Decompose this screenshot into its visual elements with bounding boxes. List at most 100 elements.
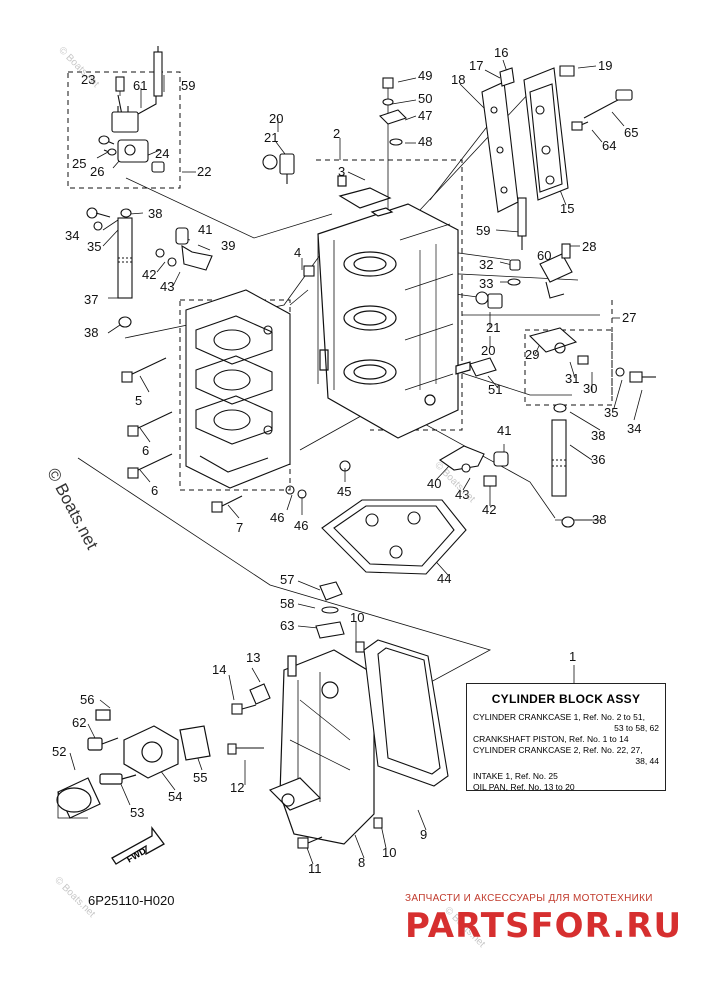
callout-label: 20	[481, 343, 496, 358]
callout-label: 11	[308, 861, 322, 876]
upper-left-parts	[86, 46, 165, 328]
callout-label: 10	[382, 845, 397, 860]
callout-label: 24	[155, 146, 170, 161]
callout-label: 29	[525, 347, 540, 362]
callout-label: 20	[269, 111, 284, 126]
callout-label: 6	[142, 443, 150, 458]
callout-label: 42	[482, 502, 497, 517]
reference-line: 38, 44	[635, 756, 659, 766]
callout-label: 35	[604, 405, 619, 420]
callout-label: 32	[479, 257, 494, 272]
right-sensor-group	[475, 197, 656, 528]
reference-line: CYLINDER CRANKCASE 1, Ref. No. 2 to 51,	[473, 712, 645, 722]
callout-label: 38	[591, 428, 606, 443]
sensor-left	[262, 153, 295, 184]
fwd-arrow-shape	[111, 826, 165, 865]
callout-label: 39	[221, 238, 236, 253]
callout-label: 10	[350, 610, 365, 625]
callout-label: 65	[624, 125, 639, 140]
callout-label: 59	[181, 78, 196, 93]
callout-label: 28	[582, 239, 597, 254]
callout-label: 1	[569, 649, 577, 664]
callout-label: 36	[591, 452, 606, 467]
callout-label: 46	[294, 518, 309, 533]
callout-label: 5	[135, 393, 143, 408]
callout-label: 58	[280, 596, 295, 611]
callout-label: 45	[337, 484, 352, 499]
callout-label: 27	[622, 310, 637, 325]
oil-pan-body	[268, 649, 375, 845]
callout-label: 14	[212, 662, 227, 677]
callout-label: 38	[592, 512, 607, 527]
oil-pan-gasket	[363, 639, 449, 787]
callout-label: 12	[230, 780, 245, 795]
callout-label: 38	[84, 325, 99, 340]
callout-label: 57	[280, 572, 295, 587]
brand-logo: PARTSFOR.RU	[405, 906, 683, 946]
callout-label: 52	[52, 744, 67, 759]
callout-label: 49	[418, 68, 433, 83]
callout-label: 34	[65, 228, 80, 243]
bracket-parts	[155, 227, 315, 277]
callout-label: 61	[133, 78, 148, 93]
callout-label: 47	[418, 108, 433, 123]
callout-label: 42	[142, 267, 157, 282]
callout-label: 26	[90, 164, 105, 179]
reference-line: CYLINDER CRANKCASE 2, Ref. No. 22, 27,	[473, 745, 643, 755]
callout-label: 31	[565, 371, 580, 386]
callout-label: 3	[338, 164, 346, 179]
parts-47-50	[378, 77, 408, 146]
callout-label: 38	[148, 206, 163, 221]
oil-filter-group	[56, 709, 211, 819]
callout-label: 23	[81, 72, 96, 87]
lower-right-small-parts	[438, 357, 509, 487]
oil-cap-parts	[315, 581, 365, 653]
callout-label: 17	[469, 58, 484, 73]
callout-label: 40	[427, 476, 442, 491]
callout-label: 25	[72, 156, 87, 171]
callout-label: 64	[602, 138, 617, 153]
callout-label: 41	[497, 423, 512, 438]
callout-label: 53	[130, 805, 145, 820]
oil-pan-bolts	[227, 683, 383, 849]
callout-label: 46	[270, 510, 285, 525]
callout-label: 22	[197, 164, 212, 179]
reference-title: CYLINDER BLOCK ASSY	[491, 692, 641, 706]
callout-label: 33	[479, 276, 494, 291]
callout-label: 54	[168, 789, 183, 804]
callout-label: 2	[333, 126, 341, 141]
diagram-code: 6P25110-H020	[88, 893, 175, 908]
callout-label: 30	[583, 381, 598, 396]
reference-line: CRANKSHAFT PISTON, Ref. No. 1 to 14	[473, 734, 629, 744]
callout-label: 62	[72, 715, 87, 730]
callout-label: 59	[476, 223, 491, 238]
callout-label: 15	[560, 201, 575, 216]
callout-label: 43	[455, 487, 470, 502]
callout-label: 6	[151, 483, 159, 498]
callout-label: 43	[160, 279, 175, 294]
callout-label: 50	[418, 91, 433, 106]
callout-label: 35	[87, 239, 102, 254]
callout-label: 21	[486, 320, 501, 335]
callout-label: 60	[537, 248, 552, 263]
exhaust-cover-gasket	[481, 65, 633, 213]
callout-label: 34	[627, 421, 642, 436]
callout-label: 63	[280, 618, 295, 633]
reference-table: CYLINDER BLOCK ASSY CYLINDER CRANKCASE 1…	[466, 683, 666, 792]
callout-label: 18	[451, 72, 466, 87]
callout-label: 4	[294, 245, 302, 260]
callout-label: 48	[418, 134, 433, 149]
callout-label: 13	[246, 650, 261, 665]
cylinder-head-part	[185, 289, 291, 489]
callout-label: 56	[80, 692, 95, 707]
callout-label: 55	[193, 770, 208, 785]
callout-label: 41	[198, 222, 213, 237]
callout-label: 16	[494, 45, 509, 60]
callout-label: 7	[236, 520, 244, 535]
callout-label: 8	[358, 855, 366, 870]
callout-label: 21	[264, 130, 279, 145]
callout-label: 37	[84, 292, 99, 307]
callout-label: 51	[488, 382, 503, 397]
crankcase-block	[317, 175, 471, 439]
